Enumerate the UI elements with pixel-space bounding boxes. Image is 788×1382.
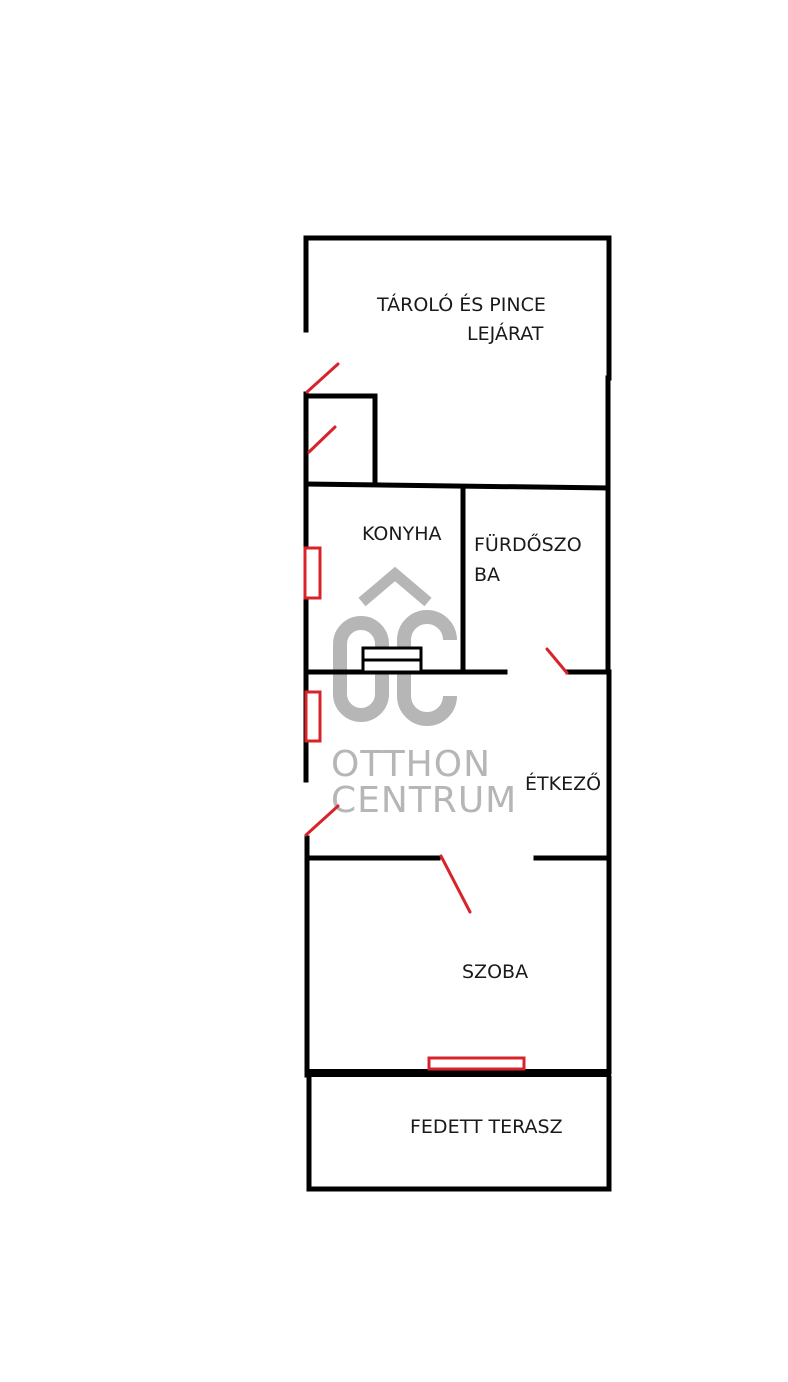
- doors: [304, 362, 569, 914]
- label-bathroom-line1: FÜRDŐSZO: [474, 532, 582, 556]
- door-closet: [307, 425, 337, 454]
- watermark-line1: OTTHON: [331, 744, 491, 785]
- label-kitchen: KONYHA: [362, 523, 441, 545]
- label-room: SZOBA: [462, 961, 528, 983]
- label-bathroom-line2: BA: [474, 564, 500, 586]
- room-labels: TÁROLÓ ÉS PINCE LEJÁRAT KONYHA FÜRDŐSZO …: [362, 292, 601, 1138]
- wall-storage-divider: [303, 481, 611, 491]
- label-dining: ÉTKEZŐ: [525, 771, 601, 795]
- window-room: [427, 1056, 526, 1071]
- watermark-roof-icon: [358, 566, 432, 607]
- window-kitchen: [303, 546, 322, 600]
- door-storage-entrance: [305, 362, 340, 394]
- label-storage-line2: LEJÁRAT: [467, 322, 544, 345]
- door-dining-entrance: [304, 804, 340, 837]
- walls: [303, 235, 612, 1192]
- watermark-line2: CENTRUM: [331, 780, 517, 821]
- stove-icon: [361, 646, 423, 674]
- label-terrace: FEDETT TERASZ: [410, 1116, 563, 1138]
- windows: [303, 546, 526, 1071]
- door-room: [439, 854, 472, 914]
- window-dining: [304, 690, 322, 743]
- closet-wall: [303, 393, 378, 485]
- terrace-walls: [306, 1075, 612, 1192]
- label-storage-line1: TÁROLÓ ÉS PINCE: [376, 292, 546, 316]
- door-bathroom: [545, 647, 569, 675]
- watermark-logo: OTTHON CENTRUM: [331, 566, 517, 821]
